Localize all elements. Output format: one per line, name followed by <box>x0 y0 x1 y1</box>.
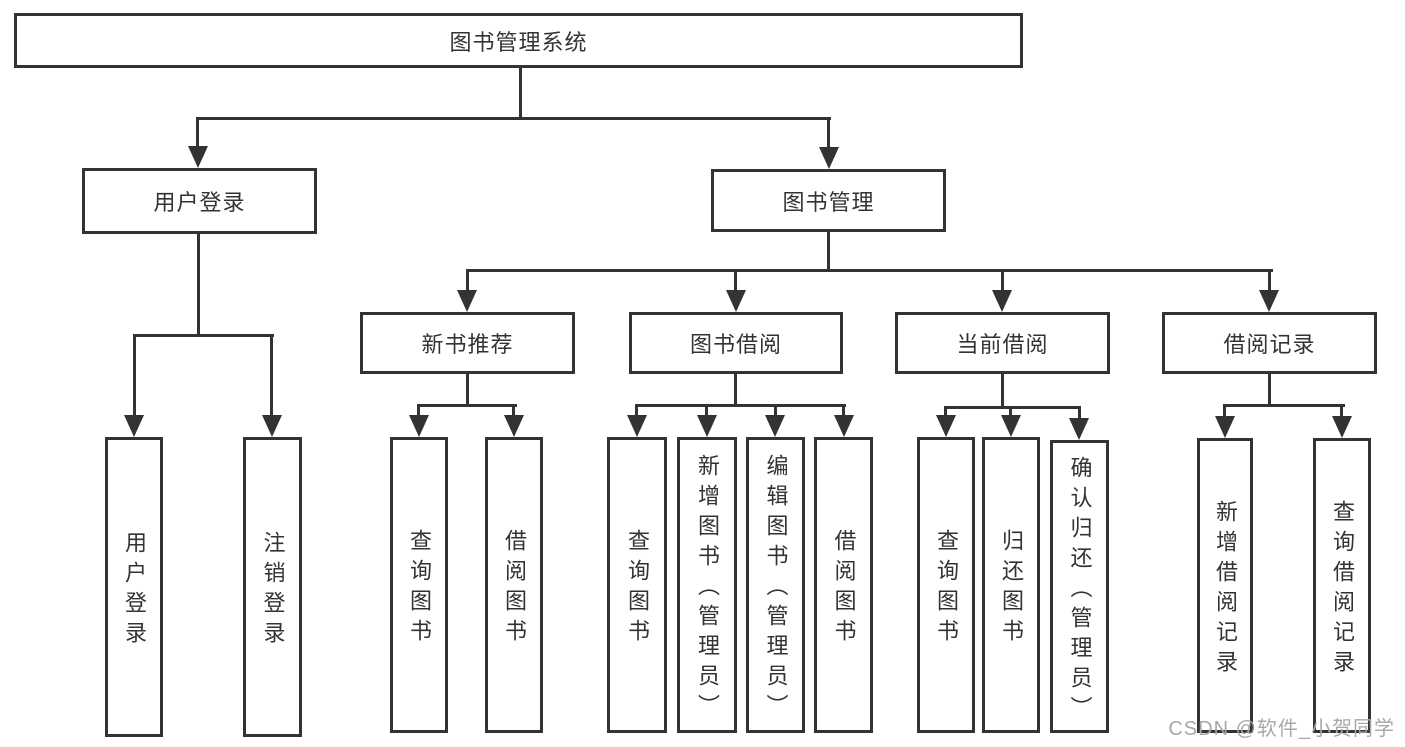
connector-line <box>512 404 515 418</box>
leaf-borrow-add-books-admin: 新增图书（管理员） <box>677 437 737 733</box>
node-borrow-records: 借阅记录 <box>1162 312 1377 374</box>
leaf-logout: 注销登录 <box>243 437 302 737</box>
leaf-current-query-books: 查询图书 <box>917 437 975 733</box>
connector-line <box>466 269 1273 272</box>
arrowhead-down-icon <box>1259 290 1279 312</box>
connector-line <box>417 404 517 407</box>
leaf-borrow-borrow-books: 借阅图书 <box>814 437 873 733</box>
arrowhead-down-icon <box>504 415 524 437</box>
connector-line <box>1223 404 1226 418</box>
connector-line <box>1223 404 1345 407</box>
connector-line <box>196 117 199 149</box>
leaf-borrow-edit-books-admin: 编辑图书（管理员） <box>746 437 805 733</box>
node-book-management: 图书管理 <box>711 169 946 232</box>
arrowhead-down-icon <box>819 147 839 169</box>
leaf-user-login: 用户登录 <box>105 437 163 737</box>
connector-line <box>466 374 469 407</box>
arrowhead-down-icon <box>262 415 282 437</box>
arrowhead-down-icon <box>936 415 956 437</box>
connector-line <box>734 269 737 293</box>
connector-line <box>133 334 274 337</box>
arrowhead-down-icon <box>697 415 717 437</box>
arrowhead-down-icon <box>124 415 144 437</box>
arrowhead-down-icon <box>188 146 208 168</box>
connector-line <box>1268 269 1271 293</box>
connector-line <box>944 406 1081 409</box>
connector-line <box>1001 374 1004 408</box>
connector-line <box>827 117 830 150</box>
arrowhead-down-icon <box>765 415 785 437</box>
arrowhead-down-icon <box>1001 415 1021 437</box>
connector-line <box>635 404 846 407</box>
arrowhead-down-icon <box>457 290 477 312</box>
connector-line <box>734 374 737 407</box>
leaf-newbook-query-books: 查询图书 <box>390 437 448 733</box>
leaf-record-add-borrow-record: 新增借阅记录 <box>1197 438 1253 733</box>
arrowhead-down-icon <box>1069 418 1089 440</box>
connector-line <box>705 404 708 418</box>
connector-line <box>1009 406 1012 418</box>
connector-line <box>133 334 136 418</box>
node-book-borrow: 图书借阅 <box>629 312 843 374</box>
leaf-current-return-books: 归还图书 <box>982 437 1040 733</box>
node-current-borrow: 当前借阅 <box>895 312 1110 374</box>
node-new-book-recommend: 新书推荐 <box>360 312 575 374</box>
arrowhead-down-icon <box>627 415 647 437</box>
connector-line <box>1268 374 1271 407</box>
csdn-watermark: CSDN @软件_小贺同学 <box>1168 718 1395 740</box>
connector-line <box>196 117 831 120</box>
connector-line <box>197 234 200 337</box>
connector-line <box>466 269 469 293</box>
arrowhead-down-icon <box>726 290 746 312</box>
connector-line <box>842 404 845 418</box>
connector-line <box>635 404 638 418</box>
connector-line <box>270 334 273 418</box>
node-book-management-system: 图书管理系统 <box>14 13 1023 68</box>
connector-line <box>827 232 830 272</box>
leaf-current-confirm-return-admin: 确认归还（管理员） <box>1050 440 1109 733</box>
arrowhead-down-icon <box>1215 416 1235 438</box>
node-user-login: 用户登录 <box>82 168 317 234</box>
connector-line <box>1001 269 1004 293</box>
connector-line <box>1078 406 1081 420</box>
connector-line <box>774 404 777 418</box>
connector-line <box>519 68 522 119</box>
leaf-record-query-borrow-record: 查询借阅记录 <box>1313 438 1371 733</box>
connector-line <box>1340 404 1343 418</box>
connector-line <box>944 406 947 418</box>
arrowhead-down-icon <box>1332 416 1352 438</box>
leaf-borrow-query-books: 查询图书 <box>607 437 667 733</box>
arrowhead-down-icon <box>409 415 429 437</box>
arrowhead-down-icon <box>992 290 1012 312</box>
leaf-newbook-borrow-books: 借阅图书 <box>485 437 543 733</box>
connector-line <box>417 404 420 418</box>
arrowhead-down-icon <box>834 415 854 437</box>
